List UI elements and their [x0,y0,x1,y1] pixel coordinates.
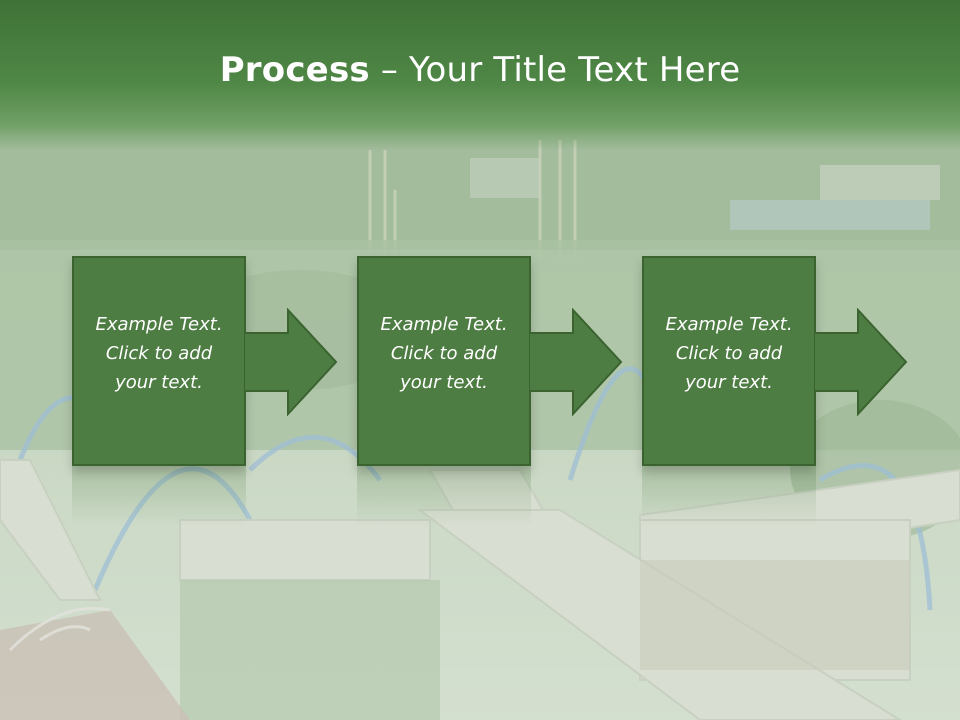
process-step-2[interactable]: Example Text. Click to add your text. [357,256,531,466]
step-2-text[interactable]: Example Text. Click to add your text. [380,314,508,393]
title-bold: Process [219,50,370,90]
slide-title[interactable]: Process – Your Title Text Here [0,50,960,90]
step-3-text[interactable]: Example Text. Click to add your text. [665,314,793,393]
step-2-reflection [357,466,531,526]
arrow-right-icon [244,308,338,416]
step-1-reflection [72,466,246,526]
process-step-3[interactable]: Example Text. Click to add your text. [642,256,816,466]
arrow-right-icon [814,308,908,416]
step-1-text[interactable]: Example Text. Click to add your text. [95,314,223,393]
title-bar [0,0,960,150]
process-step-1[interactable]: Example Text. Click to add your text. [72,256,246,466]
step-3-reflection [642,466,816,526]
arrow-right-icon [529,308,623,416]
title-rest: – Your Title Text Here [369,50,741,90]
